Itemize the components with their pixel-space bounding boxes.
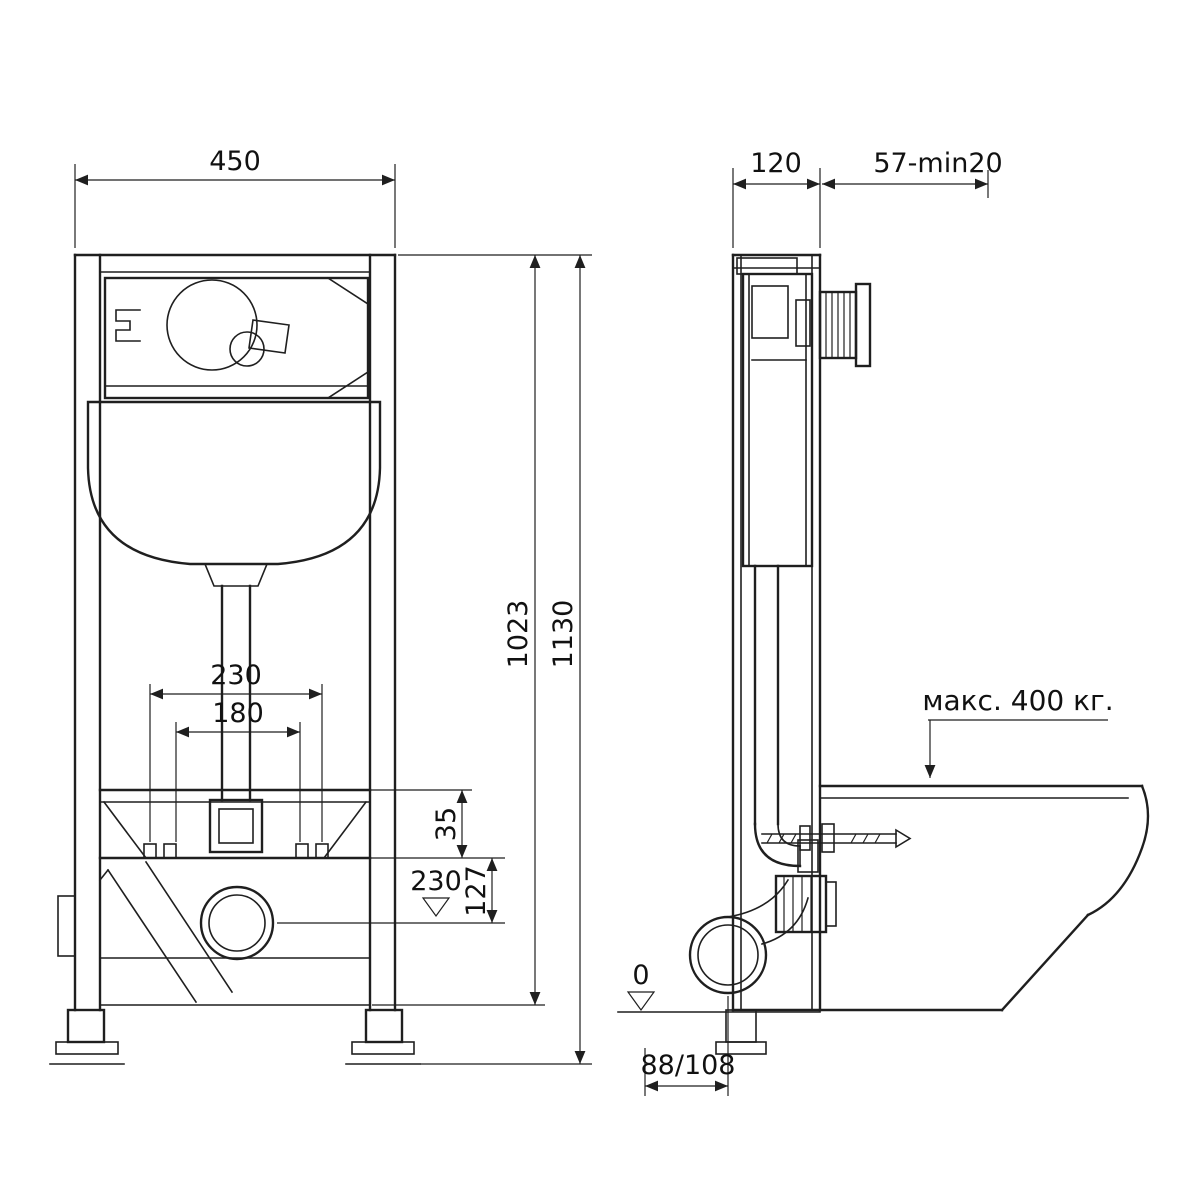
wall-bracket-left xyxy=(57,895,76,957)
dim-drain-level: 230 xyxy=(410,866,462,918)
flush-valve-circle xyxy=(166,279,258,371)
dim-frame-width: 450 xyxy=(74,146,396,248)
drain-front xyxy=(98,860,275,1004)
dim-120: 120 xyxy=(750,148,802,179)
cistern-side xyxy=(736,257,814,568)
side-clip xyxy=(115,309,141,342)
actuator-cap xyxy=(854,282,872,368)
dim-floor-zero: 0 xyxy=(632,960,649,991)
inlet-valve-square xyxy=(248,319,290,354)
level-triangle-230 xyxy=(421,897,451,918)
dim-230-level: 230 xyxy=(410,866,462,897)
dim-outer-bolts: 230 xyxy=(149,660,323,842)
fixing-bolt xyxy=(315,843,329,859)
flush-pipe-front xyxy=(220,584,252,802)
dim-88-108: 88/108 xyxy=(641,1050,736,1081)
mounting-plate-front xyxy=(98,788,372,860)
drain-side xyxy=(688,874,837,995)
dim-1023: 1023 xyxy=(503,600,534,669)
level-triangle-zero xyxy=(626,991,656,1012)
frame-front xyxy=(57,253,397,1012)
tank-outlet xyxy=(203,562,269,587)
dim-actuator-range: 57-min20 xyxy=(822,148,1003,198)
dim-bracket-offset: 35 xyxy=(264,789,505,859)
dim-230-bolts: 230 xyxy=(210,660,262,691)
flush-bend-fitting xyxy=(208,798,264,854)
foot-side xyxy=(725,1009,757,1043)
dim-35: 35 xyxy=(431,807,462,841)
frame-side xyxy=(715,253,822,1055)
cistern-front xyxy=(86,276,382,587)
drain-elbow-circle xyxy=(688,915,768,995)
dim-frame-depth: 120 xyxy=(732,148,821,248)
floor-level: 0 xyxy=(617,960,821,1013)
dim-drain-offset: 127 xyxy=(277,858,505,924)
dim-total-height: 1130 xyxy=(420,255,592,1065)
drain-outlet-circle xyxy=(199,885,275,961)
fixing-bolt xyxy=(163,843,177,859)
dim-57-min20: 57-min20 xyxy=(873,148,1002,179)
rod-tip xyxy=(895,828,912,849)
fixing-bolt xyxy=(143,843,157,859)
flush-bend-side xyxy=(753,564,819,873)
feet-front xyxy=(49,1008,421,1065)
dim-inner-bolts: 180 xyxy=(175,698,301,842)
rod-nut xyxy=(821,823,835,853)
cistern-lid xyxy=(736,257,798,275)
hardware-side xyxy=(761,823,912,853)
rod-nut xyxy=(799,825,811,851)
dim-180: 180 xyxy=(212,698,264,729)
dim-450: 450 xyxy=(209,146,261,177)
fill-valve xyxy=(751,285,789,339)
dim-upper-height: 1023 xyxy=(372,254,592,1006)
dim-1130: 1130 xyxy=(548,600,579,669)
dimensions: 450 1023 1130 230 180 xyxy=(74,146,1003,1096)
tank-body xyxy=(86,400,382,566)
max-load-label: макс. 400 кг. xyxy=(922,684,1113,717)
side-view: 0 макс. 400 кг. xyxy=(617,253,1150,1055)
actuator-side xyxy=(818,282,872,368)
front-view xyxy=(49,253,421,1065)
fixing-bolt xyxy=(295,843,309,859)
max-load-annotation: макс. 400 кг. xyxy=(922,684,1114,778)
flush-outlet-stub xyxy=(797,839,819,873)
pushrod-housing xyxy=(795,299,811,347)
dim-127: 127 xyxy=(461,865,492,917)
dim-drain-wall-distance: 88/108 xyxy=(641,996,736,1096)
bowl-side xyxy=(818,784,1150,1012)
